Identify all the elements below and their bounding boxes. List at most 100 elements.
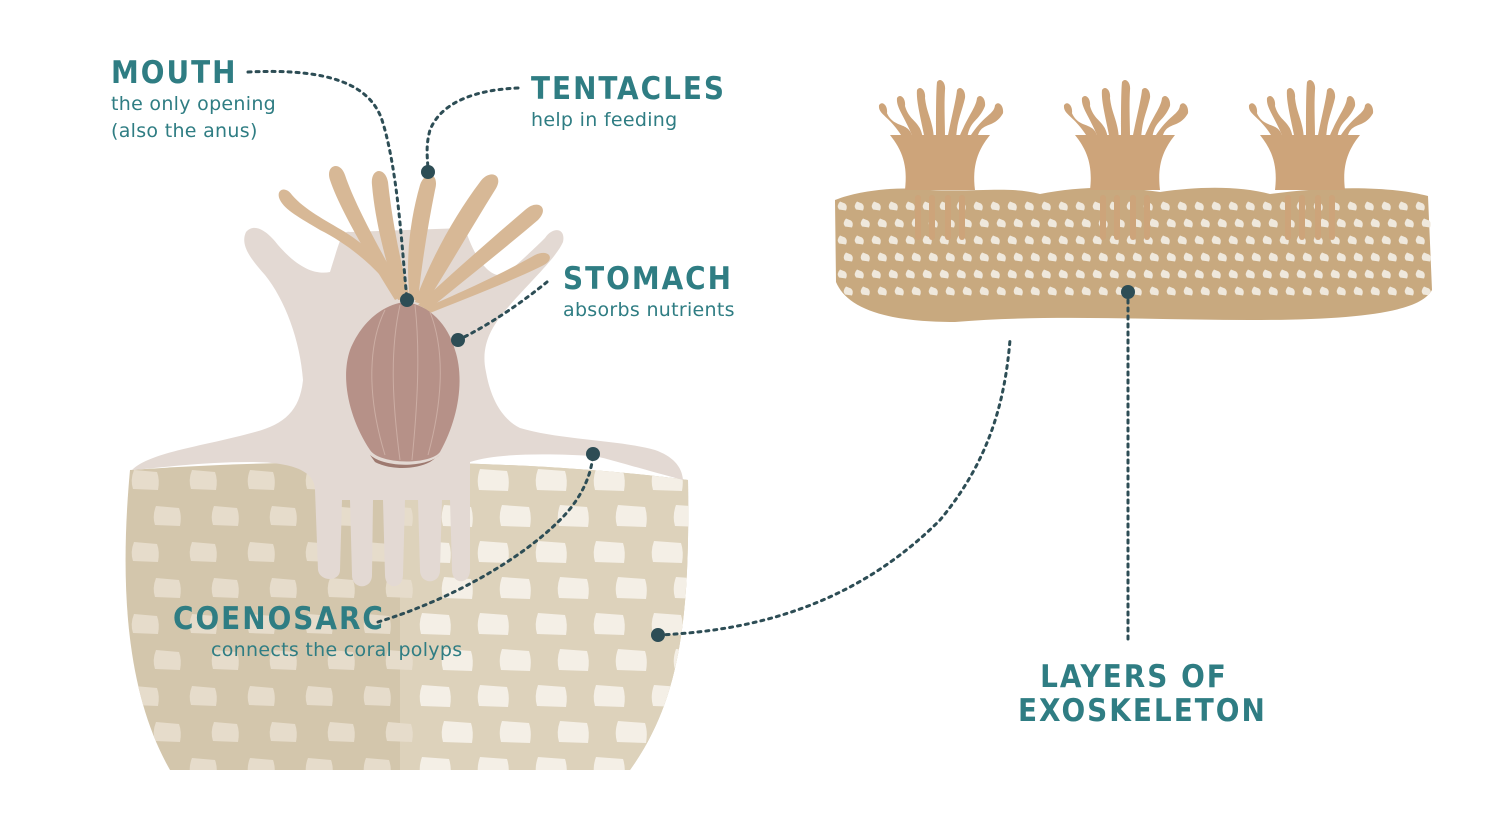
strip-cell <box>888 235 898 245</box>
strip-cell <box>1245 201 1255 211</box>
skeleton-cell <box>131 614 159 634</box>
strip-cell <box>1364 201 1374 211</box>
strip-cell <box>1160 201 1170 211</box>
strip-cell <box>1319 252 1329 262</box>
skeleton-cell <box>441 649 473 671</box>
strip-cell <box>860 286 870 296</box>
strip-cell <box>1024 269 1034 279</box>
strip-cell <box>894 218 904 228</box>
strip-cell <box>1041 235 1051 245</box>
strip-cell <box>1387 252 1397 262</box>
skeleton-cell <box>327 722 355 742</box>
skeleton-cell <box>499 649 531 671</box>
strip-cell <box>1330 269 1340 279</box>
strip-cell <box>1132 286 1142 296</box>
skeleton-cell <box>499 577 531 599</box>
skeleton-cell <box>131 542 159 562</box>
strip-cell <box>962 286 972 296</box>
skeleton-cell <box>211 650 239 670</box>
strip-cell <box>1064 252 1074 262</box>
strip-cell <box>1268 252 1278 262</box>
strip-cell <box>1041 201 1051 211</box>
skeleton-cell <box>153 650 181 670</box>
strip-cell <box>962 252 972 262</box>
strip-cell <box>990 269 1000 279</box>
strip-cell <box>1245 269 1255 279</box>
strip-cell <box>837 201 847 211</box>
strip-cell <box>1251 218 1261 228</box>
strip-cell <box>1234 218 1244 228</box>
strip-cell <box>1313 269 1323 279</box>
strip-cell <box>1353 218 1363 228</box>
skeleton-cell <box>189 614 217 634</box>
mouth-desc-line2: (also the anus) <box>111 120 258 142</box>
skeleton-cell <box>615 649 647 671</box>
skeleton-cell <box>593 685 625 707</box>
strip-cell <box>877 218 887 228</box>
strip-cell <box>1024 235 1034 245</box>
strip-cell <box>1347 269 1357 279</box>
strip-cell <box>945 252 955 262</box>
strip-cell <box>1064 286 1074 296</box>
mouth-dot <box>400 293 414 307</box>
skeleton-cell <box>305 614 333 634</box>
skeleton-cell <box>535 757 567 770</box>
strip-cell <box>1370 218 1380 228</box>
strip-cell <box>1370 252 1380 262</box>
skeleton-cell <box>189 686 217 706</box>
strip-cell <box>1024 201 1034 211</box>
strip-cell <box>905 269 915 279</box>
skeleton-cell <box>269 722 297 742</box>
tentacles-dot <box>421 165 435 179</box>
strip-cell <box>1251 286 1261 296</box>
strip-cell <box>1092 201 1102 211</box>
strip-cell <box>1200 286 1210 296</box>
strip-cell <box>1211 269 1221 279</box>
strip-cell <box>1285 252 1295 262</box>
strip-cell <box>1228 269 1238 279</box>
skeleton-cell <box>189 758 217 770</box>
strip-cell <box>979 286 989 296</box>
small-polyp <box>1248 79 1374 240</box>
exoskeleton-cells <box>837 201 1448 296</box>
skeleton-cell <box>535 469 567 491</box>
strip-cell <box>1041 269 1051 279</box>
strip-cell <box>843 218 853 228</box>
strip-cell <box>996 286 1006 296</box>
strip-cell <box>973 269 983 279</box>
strip-cell <box>1007 269 1017 279</box>
strip-cell <box>1013 252 1023 262</box>
strip-cell <box>843 286 853 296</box>
stomach-dot <box>451 333 465 347</box>
skeleton-cell <box>153 722 181 742</box>
strip-cell <box>860 252 870 262</box>
strip-cell <box>1268 286 1278 296</box>
strip-cell <box>1177 201 1187 211</box>
skeleton-cell <box>131 758 159 770</box>
skeleton-cell <box>211 722 239 742</box>
strip-cell <box>1058 269 1068 279</box>
exoskeleton-label: LAYERS OF EXOSKELETON <box>1018 660 1265 728</box>
exoskeleton-leader-left <box>656 338 1012 637</box>
stomach-title: STOMACH <box>563 261 733 297</box>
skeleton-cell <box>535 685 567 707</box>
strip-cell <box>1177 235 1187 245</box>
strip-cell <box>1296 269 1306 279</box>
strip-cell <box>1058 201 1068 211</box>
polyp-body <box>132 165 683 587</box>
skeleton-cell <box>247 542 275 562</box>
skeleton-cell <box>651 757 683 770</box>
skeleton-cell <box>615 721 647 743</box>
strip-cell <box>1302 286 1312 296</box>
strip-cell <box>871 235 881 245</box>
strip-cell <box>1098 252 1108 262</box>
strip-cell <box>1047 286 1057 296</box>
skeleton-cell <box>557 577 589 599</box>
skeleton-cell <box>247 758 275 770</box>
leader-dots <box>400 165 1135 642</box>
skeleton-cell <box>673 721 689 743</box>
strip-cell <box>1200 218 1210 228</box>
skeleton-cell <box>477 757 509 770</box>
strip-cell <box>871 201 881 211</box>
strip-cell <box>1439 287 1448 296</box>
